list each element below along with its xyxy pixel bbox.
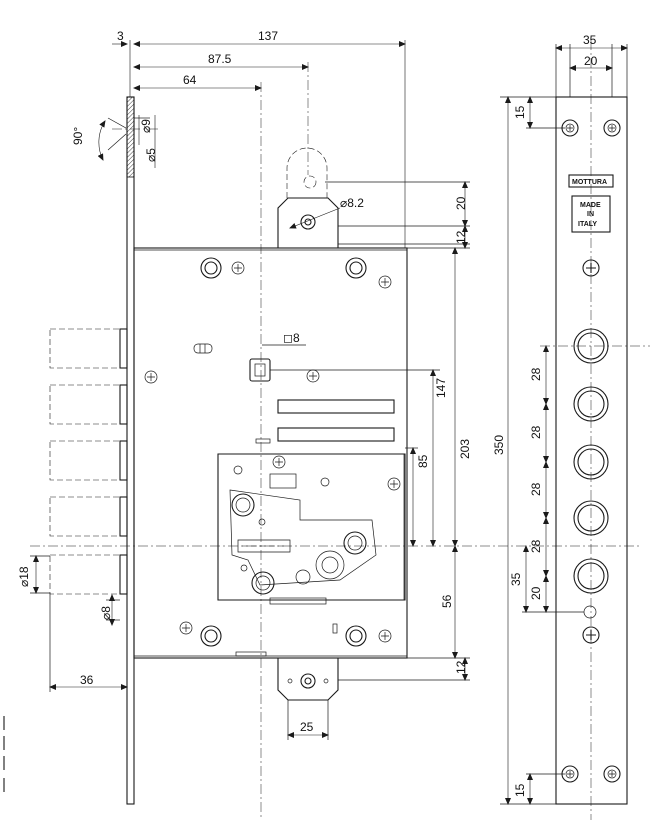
dim-35-right: 35 xyxy=(509,572,523,586)
dim-35-top: 35 xyxy=(583,33,597,47)
dim-87-5: 87.5 xyxy=(208,52,232,66)
dim-28-c: 28 xyxy=(529,482,543,496)
angle-label: 90° xyxy=(71,127,85,145)
dim-203: 203 xyxy=(458,439,472,459)
dim-137: 137 xyxy=(258,29,278,43)
dim-15-bottom: 15 xyxy=(513,783,527,797)
dia-5-label: ⌀5 xyxy=(144,148,158,162)
bolts xyxy=(30,328,640,692)
origin-label-line-3: ITALY xyxy=(578,221,597,228)
bottom-striker xyxy=(277,658,339,740)
dia-9-label: ⌀9 xyxy=(139,119,153,133)
dia-8-2-label: ⌀8.2 xyxy=(340,196,364,210)
dim-20-striker: 20 xyxy=(454,196,468,210)
dim-147: 147 xyxy=(434,378,448,398)
dim-28-a: 28 xyxy=(529,367,543,381)
dim-20-right: 20 xyxy=(529,586,543,600)
dim-64: 64 xyxy=(183,73,197,87)
faceplate-front xyxy=(522,40,650,820)
countersink-detail xyxy=(97,115,158,168)
top-striker-tab xyxy=(277,147,470,249)
brand-label: MOTTURA xyxy=(572,179,607,186)
dim-12-bottom: 12 xyxy=(454,660,468,674)
dim-28-b: 28 xyxy=(529,425,543,439)
faceplate-side xyxy=(126,40,135,805)
dim-20-top: 20 xyxy=(584,54,598,68)
dim-12-top: 12 xyxy=(454,230,468,244)
top-dimensions xyxy=(112,40,406,820)
dim-25: 25 xyxy=(300,720,314,734)
case-vertical-dimensions xyxy=(270,96,556,805)
dia-8-label: ⌀8 xyxy=(99,606,113,620)
origin-label-line-2: IN xyxy=(587,211,594,218)
dim-3: 3 xyxy=(117,29,124,43)
dim-85: 85 xyxy=(416,454,430,468)
origin-label-line-1: MADE xyxy=(580,202,601,209)
dia-18-label: ⌀18 xyxy=(17,566,31,587)
dim-36: 36 xyxy=(80,673,94,687)
square-8-label: ◻8 xyxy=(283,331,300,345)
dim-15-top: 15 xyxy=(513,105,527,119)
lock-case xyxy=(133,247,408,659)
dim-350: 350 xyxy=(492,435,506,455)
dim-56: 56 xyxy=(440,594,454,608)
dim-28-d: 28 xyxy=(529,539,543,553)
